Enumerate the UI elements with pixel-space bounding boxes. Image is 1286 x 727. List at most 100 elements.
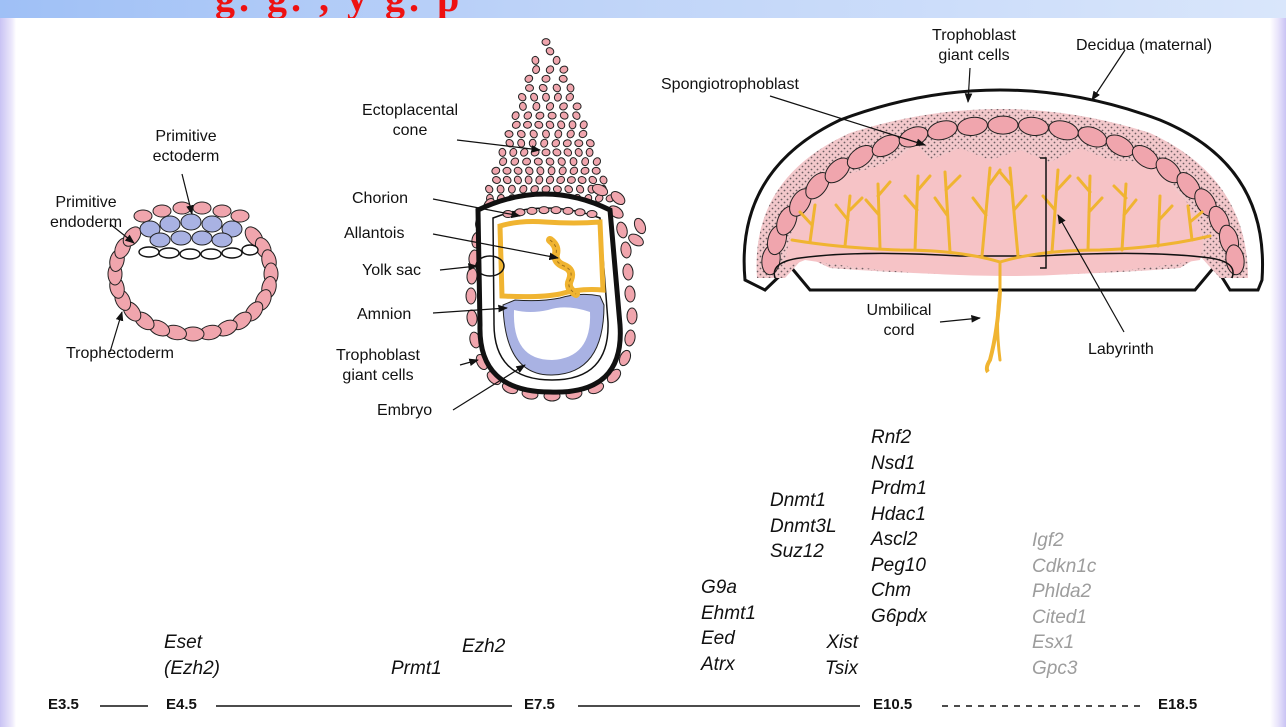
cone-cell [502, 175, 512, 185]
cone-cell [529, 139, 536, 147]
gene-list-e105: Rnf2 Nsd1 Prdm1 Hdac1 Ascl2 Peg10 Chm G6… [871, 425, 927, 629]
cone-cell [545, 64, 555, 74]
cone-cell [566, 83, 575, 93]
cone-cell [534, 120, 544, 129]
cone-cell [575, 139, 584, 146]
trophoblast-giant-cell [591, 182, 610, 198]
cone-cell [524, 74, 534, 84]
cone-cell [545, 101, 555, 111]
gene-prmt1: Prmt1 [391, 656, 442, 682]
cone-cell [556, 175, 566, 185]
cone-cell [524, 166, 534, 176]
cone-cell [569, 121, 576, 129]
cone-cell [519, 102, 527, 111]
label-allantois: Allantois [344, 224, 404, 244]
cone-cell [577, 175, 587, 184]
cone-cell [535, 111, 545, 120]
cone-cell [491, 166, 501, 175]
cone-cell [509, 148, 518, 158]
cone-cell [586, 148, 593, 156]
cone-cell [492, 176, 501, 185]
chorion-cell [563, 207, 573, 214]
cone-cell [529, 92, 539, 102]
cone-cell [573, 102, 582, 110]
cone-cell [592, 156, 602, 166]
trophoblast-giant-cell [627, 308, 637, 324]
label-ectoplacental-cone: Ectoplacental cone [352, 101, 468, 141]
cone-cell [510, 156, 520, 166]
trophoblast-giant-cell [609, 189, 628, 207]
cone-cell [569, 166, 579, 176]
stage-e10-5: E10.5 [873, 696, 912, 713]
cone-cell [516, 129, 526, 139]
label-trophectoderm: Trophectoderm [66, 344, 174, 364]
cone-cell [578, 129, 588, 139]
cone-cell [545, 120, 555, 130]
stage-e3-5: E3.5 [48, 696, 79, 713]
chorion-cell [527, 207, 537, 214]
cone-cell [539, 138, 549, 148]
cone-cell [553, 56, 561, 65]
cone-cell [525, 84, 534, 91]
stage-e18-5: E18.5 [1158, 696, 1197, 713]
cone-cell [581, 157, 589, 166]
cone-cell [511, 111, 521, 121]
cone-cell [558, 166, 568, 176]
cone-cell [498, 156, 508, 166]
trophoblast-giant-cell [624, 286, 635, 303]
cone-cell [556, 120, 566, 130]
cone-cell [542, 93, 549, 101]
cone-cell [523, 110, 533, 120]
cone-cell [536, 166, 545, 176]
cone-cell [517, 138, 526, 148]
placenta-giant-cell [988, 116, 1018, 134]
trophoblast-giant-cell [622, 264, 633, 281]
cone-cell [531, 65, 540, 75]
cone-cell [504, 130, 513, 138]
gene-ezh2: Ezh2 [462, 634, 505, 660]
cone-cell [567, 176, 575, 183]
cone-cell [599, 175, 609, 185]
label-decidua: Decidua (maternal) [1076, 36, 1212, 56]
cone-cell [562, 139, 572, 148]
cone-cell [542, 149, 550, 156]
trophoblast-giant-cell [615, 221, 629, 239]
gene-list-e45: Eset (Ezh2) [164, 630, 220, 681]
cone-cell [574, 147, 584, 157]
cone-cell [496, 184, 505, 193]
chorion-cell [587, 211, 597, 218]
trophoblast-giant-cell [466, 288, 476, 304]
cone-cell [542, 129, 550, 138]
cone-cell [484, 184, 494, 194]
chorion-cell [551, 207, 561, 214]
cone-cell [563, 184, 573, 194]
label-chorion: Chorion [352, 189, 408, 209]
stage-e4-5: E4.5 [166, 696, 197, 713]
cone-cell [523, 121, 531, 128]
gene-list-dnmt: Dnmt1 Dnmt3L Suz12 [770, 488, 837, 565]
chorion-cell [575, 209, 585, 216]
cone-cell [538, 83, 548, 93]
cone-cell [499, 148, 507, 157]
label-trophoblast-giant-cells-placenta: Trophoblast giant cells [924, 26, 1024, 66]
cone-cell [552, 148, 562, 157]
cone-cell [558, 101, 568, 111]
label-primitive-endoderm: Primitive endoderm [38, 193, 134, 233]
cone-cell [580, 166, 590, 175]
cone-cell [511, 120, 521, 130]
cone-cell [558, 75, 567, 84]
ectoplacental-cone-cells [484, 39, 615, 204]
cone-cell [563, 147, 573, 157]
placenta-diagram [744, 50, 1262, 372]
label-primitive-ectoderm: Primitive ectoderm [140, 127, 232, 167]
label-umbilical-cord: Umbilical cord [858, 301, 940, 341]
gene-list-xist: Xist Tsix [796, 630, 858, 681]
cone-cell [525, 176, 533, 185]
cone-cell [545, 157, 555, 167]
cone-cell [579, 120, 588, 130]
stage-e7-5: E7.5 [524, 696, 555, 713]
cone-cell [513, 175, 523, 185]
cone-cell [508, 185, 516, 194]
gene-list-imprinted: Igf2 Cdkn1c Phlda2 Cited1 Esx1 Gpc3 [1032, 528, 1096, 681]
cone-cell [532, 102, 540, 111]
